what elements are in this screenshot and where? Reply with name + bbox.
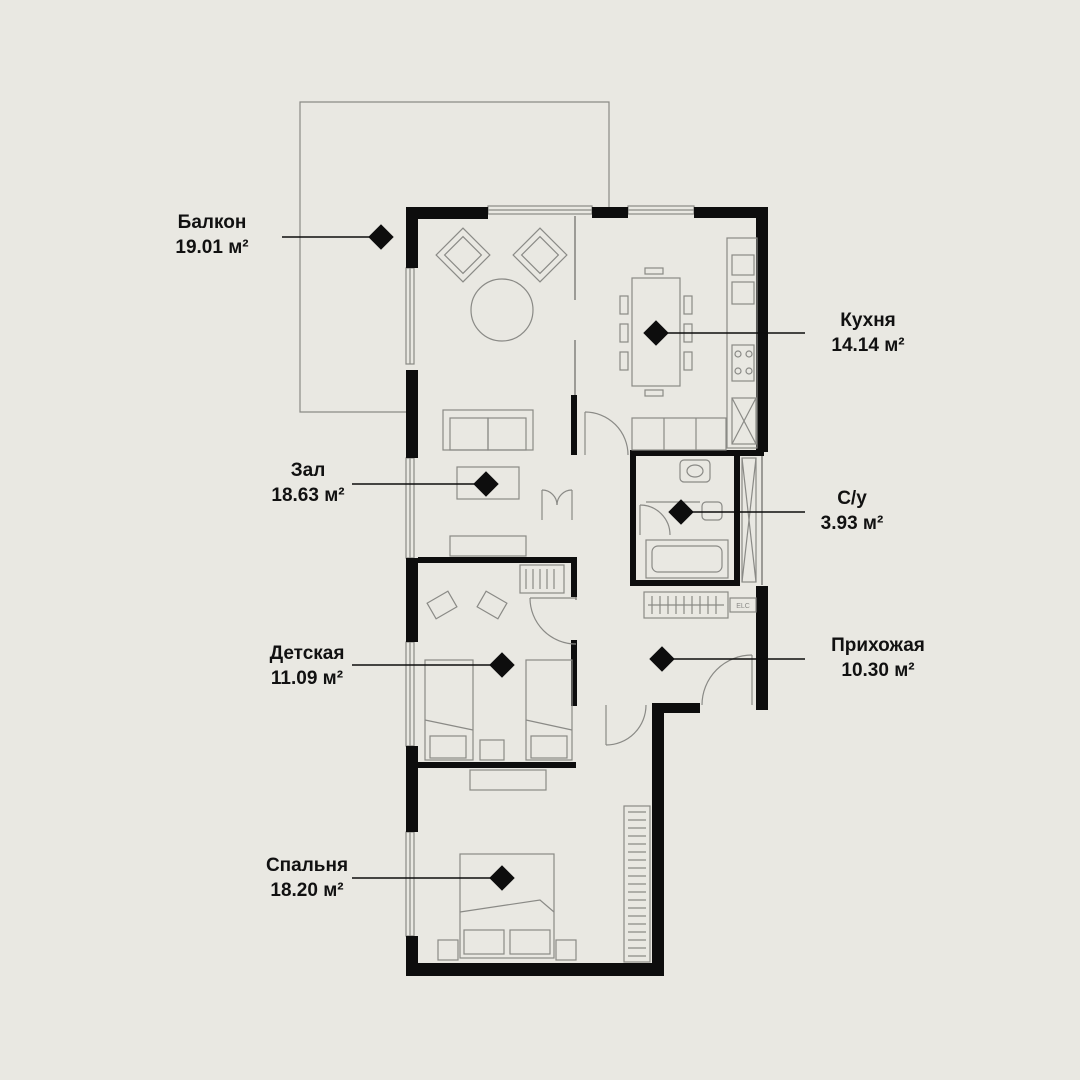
round-rug (470, 278, 534, 342)
room-label-hallway: Прихожая 10.30 м² (808, 633, 948, 683)
room-label-balcony: Балкон 19.01 м² (152, 210, 272, 260)
kids-room-furniture (424, 564, 573, 761)
marker-hall (473, 471, 499, 497)
room-label-kitchen: Кухня 14.14 м² (808, 308, 928, 358)
room-area: 14.14 м² (831, 335, 905, 356)
room-area: 11.09 м² (270, 668, 344, 689)
room-name: Прихожая (831, 635, 925, 656)
room-area: 18.20 м² (270, 880, 344, 901)
armchair-left (435, 227, 491, 283)
doors (529, 411, 753, 746)
room-area: 19.01 м² (175, 237, 249, 258)
marker-balcony (368, 224, 394, 250)
coffee-table (456, 466, 520, 500)
marker-hallway (649, 646, 675, 672)
marker-bedroom (489, 865, 515, 891)
room-label-hall: Зал 18.63 м² (248, 458, 368, 508)
furniture (424, 227, 758, 963)
armchair-right (512, 227, 568, 283)
interior-partitions (574, 216, 763, 703)
kitchen-counter (726, 237, 758, 449)
room-name: Детская (269, 643, 345, 664)
room-name: Зал (290, 460, 326, 481)
boiler-label: ELC (736, 603, 750, 610)
room-label-bedroom: Спальня 18.20 м² (242, 853, 372, 903)
room-name: Спальня (265, 855, 349, 876)
room-area: 18.63 м² (271, 485, 345, 506)
balcony-outline (299, 101, 610, 413)
tv-unit (449, 535, 527, 557)
marker-kitchen (643, 320, 669, 346)
bedroom-furniture (437, 769, 651, 963)
windows (405, 205, 695, 937)
sofa (442, 409, 534, 451)
room-label-kids: Детская 11.09 м² (242, 641, 372, 691)
room-name: Кухня (840, 310, 896, 331)
marker-bathroom (668, 499, 694, 525)
kitchen-sofa (631, 417, 727, 451)
room-name: Балкон (177, 212, 247, 233)
room-name: С/у (837, 488, 867, 509)
dining-set (619, 267, 693, 397)
walls (406, 207, 768, 976)
bathroom-fixtures (645, 457, 757, 583)
hallway-wardrobe (643, 591, 757, 619)
leaders (282, 236, 805, 879)
room-label-bathroom: С/у 3.93 м² (792, 486, 912, 536)
marker-kids (489, 652, 515, 678)
markers (368, 224, 694, 891)
room-area: 10.30 м² (841, 660, 915, 681)
room-area: 3.93 м² (820, 513, 884, 534)
